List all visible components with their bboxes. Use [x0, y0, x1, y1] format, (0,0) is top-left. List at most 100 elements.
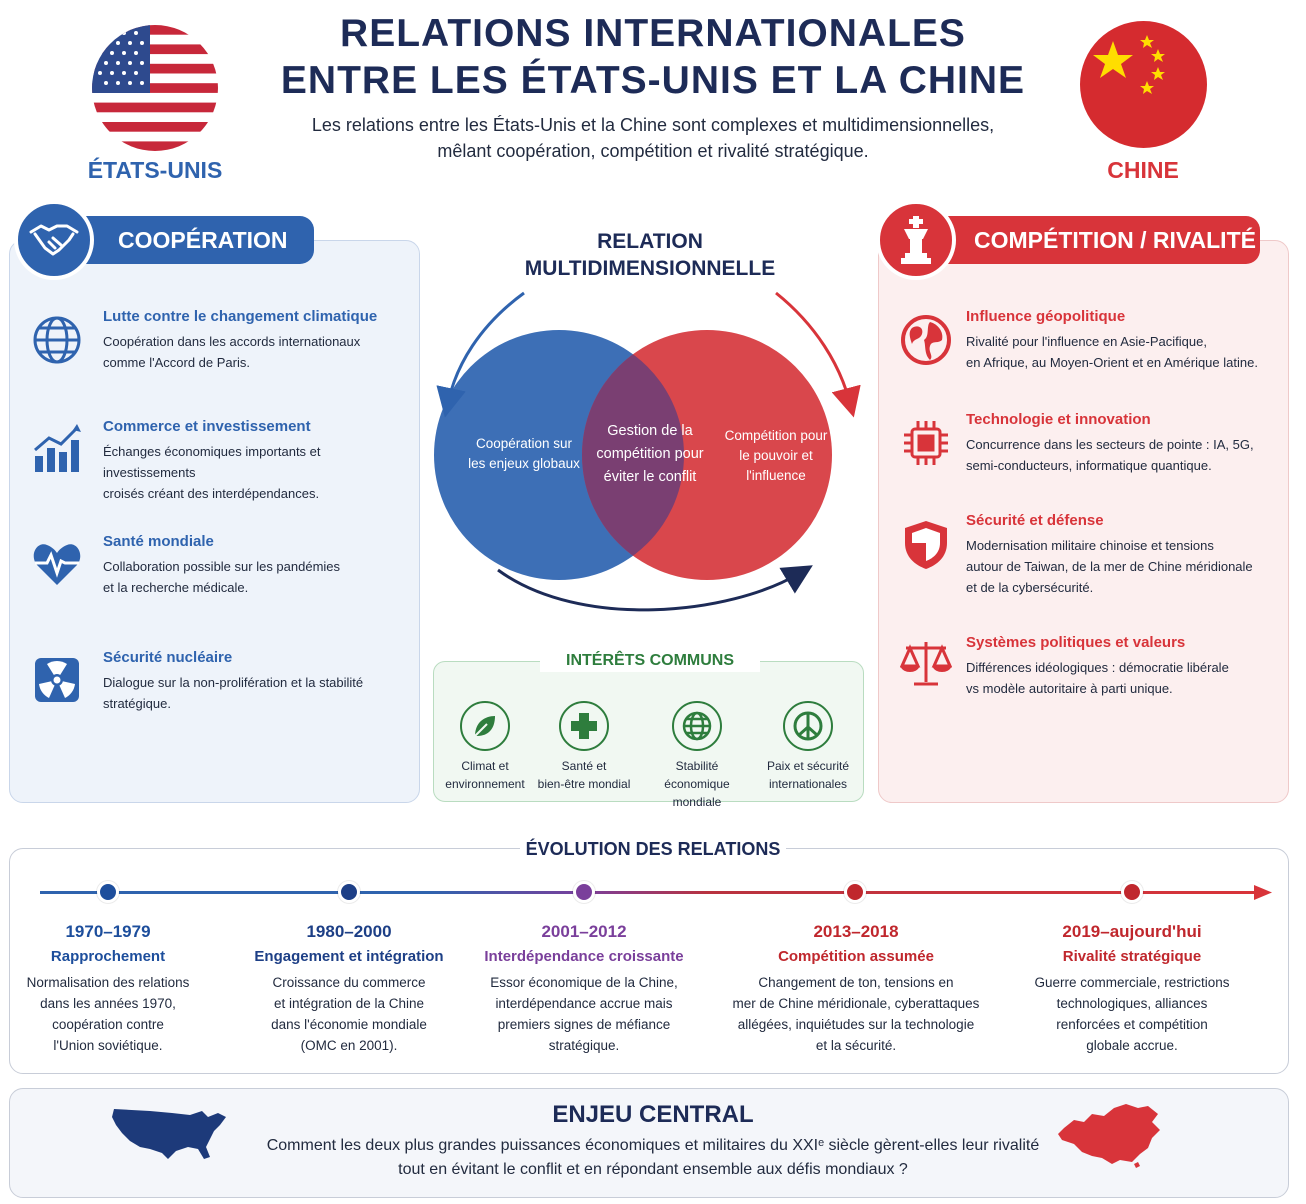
period-line: premiers signes de méfiance	[497, 1017, 671, 1032]
coop-item-title: Santé mondiale	[103, 533, 214, 550]
period-line: globale accrue.	[1086, 1038, 1178, 1053]
coop-item-text: croisés créant des interdépendances.	[103, 486, 320, 501]
coop-item-text: comme l'Accord de Paris.	[103, 355, 250, 370]
handshake-icon	[14, 200, 94, 280]
interest-label: internationales	[768, 777, 848, 791]
comp-item-text: Différences idéologiques : démocratie li…	[966, 660, 1229, 675]
us-label: ÉTATS-UNIS	[87, 157, 223, 183]
china-map-icon	[1056, 1102, 1166, 1173]
comp-item-technology: Technologie et innovation Concurrence da…	[966, 410, 1284, 476]
period-years: 2019–aujourd'hui	[1062, 922, 1202, 941]
interest-item-economy: Stabilité économique mondiale	[642, 701, 752, 811]
interest-label: Stabilité économique	[664, 759, 730, 791]
venn-title-line-1: RELATION	[597, 230, 703, 253]
venn-diagram	[434, 291, 861, 612]
period-line: et intégration de la Chine	[273, 996, 425, 1011]
period-line: dans l'économie mondiale	[271, 1017, 427, 1032]
period-line: interdépendance accrue mais	[495, 996, 673, 1011]
comp-item-text: Concurrence dans les secteurs de pointe …	[966, 437, 1254, 452]
timeline-period: 2001–2012 Interdépendance croissante Ess…	[469, 921, 699, 1056]
venn-right-line: le pouvoir et	[739, 448, 813, 463]
scales-icon	[899, 636, 953, 690]
comp-item-text: semi-conducteurs, informatique quantique…	[966, 458, 1212, 473]
peace-icon	[783, 701, 833, 751]
radiation-icon	[30, 653, 84, 707]
period-line: (OMC en 2001).	[300, 1038, 398, 1053]
period-line: l'Union soviétique.	[53, 1038, 163, 1053]
chess-king-icon	[876, 200, 956, 280]
medical-cross-icon	[559, 701, 609, 751]
china-label: CHINE	[1107, 157, 1179, 183]
period-years: 1970–1979	[65, 922, 151, 941]
period-line: Essor économique de la Chine,	[490, 975, 678, 990]
interest-item-peace: Paix et sécurité internationales	[753, 701, 863, 793]
comp-item-geopolitics: Influence géopolitique Rivalité pour l'i…	[966, 307, 1284, 373]
timeline-dot	[844, 881, 866, 903]
coop-item-text: Coopération dans les accords internation…	[103, 334, 361, 349]
shield-icon	[899, 518, 953, 572]
period-text: Normalisation des relations dans les ann…	[0, 972, 223, 1056]
period-line: et la sécurité.	[815, 1038, 897, 1053]
comp-item-text: et de la cybersécurité.	[966, 580, 1094, 595]
china-flag-icon	[1080, 21, 1207, 148]
timeline-title: ÉVOLUTION DES RELATIONS	[520, 837, 786, 861]
period-line: coopération contre	[52, 1017, 164, 1032]
period-text: Croissance du commerce et intégration de…	[234, 972, 464, 1056]
period-label: Engagement et intégration	[254, 948, 444, 965]
period-label: Compétition assumée	[778, 948, 934, 965]
leaf-icon	[460, 701, 510, 751]
coop-item-climate: Lutte contre le changement climatique Co…	[103, 307, 413, 373]
page-title: RELATIONS INTERNATIONALES ENTRE LES ÉTAT…	[0, 10, 1306, 104]
title-line-1: RELATIONS INTERNATIONALES	[340, 12, 966, 55]
competition-title: COMPÉTITION / RIVALITÉ	[974, 227, 1256, 253]
venn-title: RELATION MULTIDIMENSIONNELLE	[500, 228, 800, 282]
period-line: stratégique.	[548, 1038, 620, 1053]
globe-icon	[30, 313, 84, 367]
period-line: technologiques, alliances	[1056, 996, 1208, 1011]
period-years: 2001–2012	[541, 922, 627, 941]
central-issue-line: tout en évitant le conflit et en réponda…	[398, 1161, 908, 1178]
venn-center-line: Gestion de la	[607, 423, 693, 439]
interest-item-climate: Climat et environnement	[430, 701, 540, 793]
period-years: 2013–2018	[813, 922, 899, 941]
coop-item-text: et la recherche médicale.	[103, 580, 249, 595]
venn-center-line: compétition pour	[596, 446, 704, 462]
cooperation-title: COOPÉRATION	[118, 227, 288, 253]
timeline-period: 1970–1979 Rapprochement Normalisation de…	[0, 921, 223, 1056]
venn-arrow-right	[775, 291, 861, 418]
page-subtitle: Les relations entre les États-Unis et la…	[253, 112, 1053, 164]
title-line-2: ENTRE LES ÉTATS-UNIS ET LA CHINE	[280, 59, 1026, 102]
comp-item-text: en Afrique, au Moyen-Orient et en Amériq…	[966, 355, 1258, 370]
interest-label: Santé et	[561, 759, 607, 773]
venn-center-line: éviter le conflit	[603, 469, 697, 485]
coop-item-title: Lutte contre le changement climatique	[103, 308, 378, 325]
cooperation-banner: COOPÉRATION	[60, 216, 314, 264]
interest-label: environnement	[445, 777, 525, 791]
venn-left-text: Coopération sur les enjeux globaux	[466, 434, 582, 474]
comp-item-title: Technologie et innovation	[966, 411, 1151, 428]
venn-center-text: Gestion de la compétition pour éviter le…	[585, 420, 715, 489]
growth-chart-icon	[30, 421, 84, 475]
comp-item-title: Sécurité et défense	[966, 512, 1104, 529]
subtitle-line-1: Les relations entre les États-Unis et la…	[311, 115, 995, 135]
timeline-dot	[1121, 881, 1143, 903]
coop-item-title: Commerce et investissement	[103, 418, 311, 435]
period-line: Changement de ton, tensions en	[758, 975, 954, 990]
globe-network-icon	[672, 701, 722, 751]
period-line: allégées, inquiétudes sur la technologie	[737, 1017, 975, 1032]
interest-label: bien-être mondial	[537, 777, 631, 791]
period-line: renforcées et compétition	[1056, 1017, 1208, 1032]
interest-label: Paix et sécurité	[766, 759, 850, 773]
venn-left-line: Coopération sur	[475, 436, 573, 451]
period-text: Changement de ton, tensions en mer de Ch…	[721, 972, 991, 1056]
period-line: dans les années 1970,	[40, 996, 176, 1011]
timeline-period: 2013–2018 Compétition assumée Changement…	[721, 921, 991, 1056]
venn-title-line-2: MULTIDIMENSIONNELLE	[524, 257, 776, 280]
venn-right-line: l'influence	[746, 468, 806, 483]
comp-item-text: Rivalité pour l'influence en Asie-Pacifi…	[966, 334, 1207, 349]
venn-right-line: Compétition pour	[724, 428, 828, 443]
coop-item-nuclear: Sécurité nucléaire Dialogue sur la non-p…	[103, 648, 413, 714]
interest-label: Climat et	[461, 759, 509, 773]
coop-item-text: stratégique.	[103, 696, 171, 711]
period-text: Guerre commerciale, restrictions technol…	[1017, 972, 1247, 1056]
